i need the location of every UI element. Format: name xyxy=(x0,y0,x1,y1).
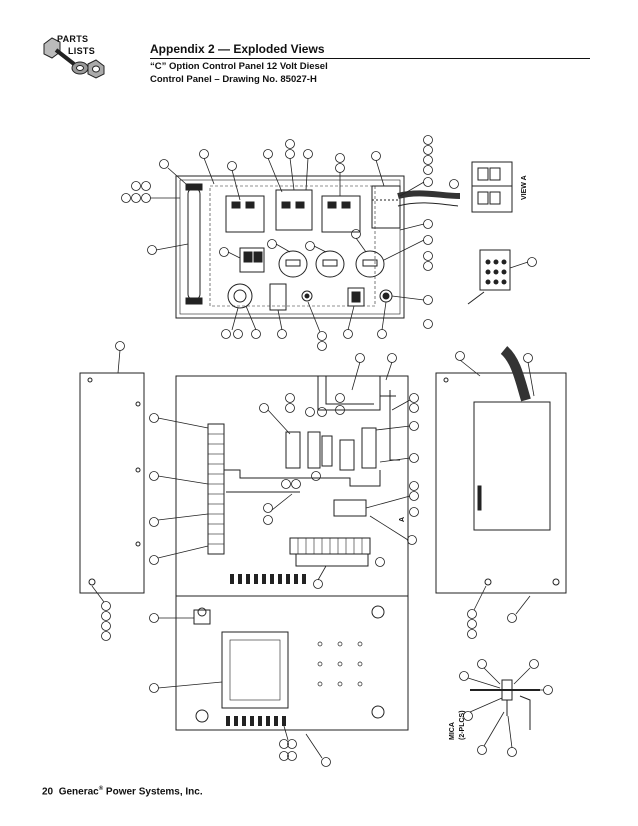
view-a-label: VIEW A xyxy=(521,175,528,200)
view-a-connector xyxy=(471,161,513,213)
mica-places-label: (2-PLCS) xyxy=(459,710,466,740)
page-subtitle-2: Control Panel – Drawing No. 85027-H xyxy=(150,74,317,85)
page-title: Appendix 2 — Exploded Views xyxy=(150,42,325,56)
upper-control-panel xyxy=(175,175,461,319)
callout-bubbles xyxy=(91,135,553,767)
main-enclosure xyxy=(175,375,409,731)
right-side-panel xyxy=(435,346,567,594)
page-number: 20 xyxy=(42,786,54,798)
page-subtitle-1: “C” Option Control Panel 12 Volt Diesel xyxy=(150,61,328,72)
logo-line2: LISTS xyxy=(68,46,96,56)
mica-detail xyxy=(470,679,540,730)
left-side-panel xyxy=(79,372,145,594)
section-a-label: A xyxy=(399,517,406,522)
header-rule xyxy=(150,58,590,59)
mica-label: MICA xyxy=(449,722,456,740)
page-footer: 20 Generac® Power Systems, Inc. xyxy=(42,786,203,797)
plug-connector xyxy=(467,249,511,305)
footer-company-rest: Power Systems, Inc. xyxy=(103,786,203,798)
footer-reg: ® xyxy=(98,786,104,792)
nut-bolt-icon xyxy=(43,37,105,79)
parts-lists-logo: PARTS LISTS xyxy=(38,30,108,86)
logo-line1: PARTS xyxy=(57,34,89,44)
footer-company: Generac xyxy=(58,786,99,798)
